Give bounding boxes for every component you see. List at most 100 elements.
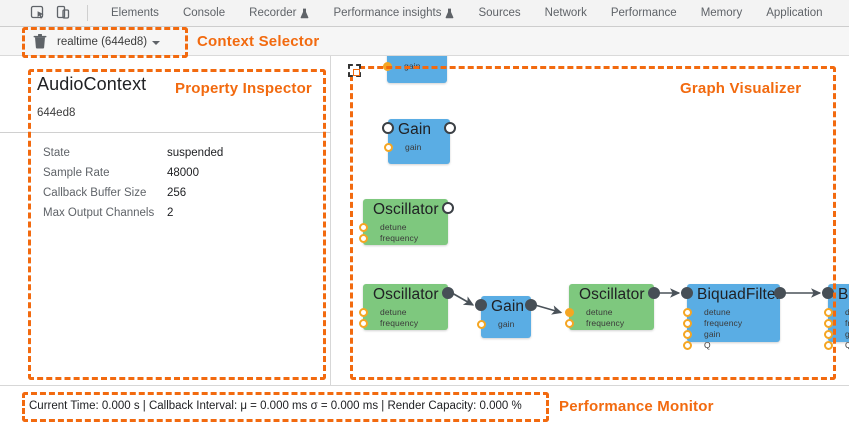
- graph-visualizer-pane[interactable]: GaingainGaingainOscillatordetunefrequenc…: [332, 56, 849, 385]
- audio-node-input-port[interactable]: [382, 122, 394, 134]
- audio-param-label-Q: Q: [704, 340, 711, 350]
- context-selector-bar: realtime (644ed8): [0, 27, 849, 56]
- performance-monitor-text: Current Time: 0.000 s | Callback Interva…: [29, 400, 522, 412]
- tab-application[interactable]: Application: [754, 0, 834, 27]
- property-key: Max Output Channels: [43, 207, 155, 219]
- context-selector-value: realtime (644ed8): [57, 35, 148, 48]
- property-key: Sample Rate: [43, 167, 110, 179]
- inspect-cursor-icon[interactable]: [30, 5, 47, 22]
- audio-param-label-detune: detune: [704, 307, 731, 317]
- audio-param-port-Q[interactable]: [682, 341, 692, 350]
- audio-node-gain-mid[interactable]: Gain gain: [382, 119, 456, 164]
- audio-node-title: Oscillator: [373, 286, 439, 303]
- graph-canvas[interactable]: GaingainGaingainOscillatordetunefrequenc…: [332, 56, 849, 385]
- context-id: 644ed8: [37, 107, 76, 119]
- divider: [0, 132, 331, 133]
- audio-param-label-detune: detune: [845, 307, 849, 317]
- graph-edge: [451, 292, 475, 306]
- tab-sources[interactable]: Sources: [466, 0, 532, 27]
- tab-memory[interactable]: Memory: [689, 0, 755, 27]
- tab-memory-label: Memory: [700, 7, 743, 19]
- tab-application-label: Application: [766, 7, 823, 19]
- audio-node-output-port[interactable]: [442, 287, 454, 299]
- toolbar-divider: [87, 5, 88, 21]
- audio-node-input-port[interactable]: [822, 287, 834, 299]
- audio-param-label-detune: detune: [586, 307, 613, 317]
- tab-performance-insights-label: Performance insights: [333, 7, 442, 19]
- audio-param-port-gain[interactable]: [382, 62, 392, 71]
- table-row: Callback Buffer Size 256: [43, 183, 223, 203]
- trash-icon[interactable]: [33, 34, 47, 49]
- context-selector-dropdown[interactable]: realtime (644ed8): [57, 33, 161, 50]
- audio-param-port-Q[interactable]: [823, 341, 833, 350]
- audio-param-label-frequency: frequency: [380, 233, 419, 243]
- tab-network[interactable]: Network: [533, 0, 599, 27]
- audio-node-input-port[interactable]: [475, 299, 487, 311]
- tab-network-label: Network: [544, 7, 587, 19]
- performance-monitor-bar: Current Time: 0.000 s | Callback Interva…: [0, 385, 849, 442]
- audio-node-title: Gain: [397, 56, 430, 58]
- audio-param-label-gain: gain: [845, 329, 849, 339]
- audio-param-port-detune[interactable]: [682, 308, 692, 317]
- audio-node-title: Gain: [398, 121, 432, 138]
- audio-param-label-frequency: frequency: [380, 318, 419, 328]
- property-value: 48000: [167, 167, 199, 179]
- audio-param-port-frequency[interactable]: [682, 319, 692, 328]
- audio-node-output-port[interactable]: [525, 299, 537, 311]
- audio-param-port-detune[interactable]: [564, 308, 574, 317]
- tab-recorder-label: Recorder: [249, 7, 297, 19]
- audio-param-port-gain[interactable]: [476, 320, 486, 329]
- audio-param-port-gain[interactable]: [682, 330, 692, 339]
- tab-performance-insights[interactable]: Performance insights: [321, 0, 466, 27]
- audio-node-output-port[interactable]: [648, 287, 660, 299]
- tab-list: Elements Console Recorder Performance in…: [99, 0, 835, 27]
- device-toolbar-icon[interactable]: [55, 5, 72, 22]
- audio-param-port-frequency[interactable]: [358, 319, 368, 328]
- audio-param-port-detune[interactable]: [823, 308, 833, 317]
- audio-param-port-frequency[interactable]: [358, 234, 368, 243]
- audio-node-title: Oscillator: [373, 201, 439, 218]
- tab-performance-label: Performance: [610, 7, 677, 19]
- audio-param-label-gain: gain: [405, 142, 422, 152]
- audio-param-port-gain[interactable]: [383, 143, 393, 152]
- audio-param-label-frequency: frequency: [704, 318, 743, 328]
- audio-node-output-port[interactable]: [442, 202, 454, 214]
- audio-param-label-frequency: frequency: [586, 318, 625, 328]
- property-value: suspended: [167, 147, 224, 159]
- table-row: Sample Rate 48000: [43, 163, 223, 183]
- table-row: State suspended: [43, 143, 223, 163]
- audio-param-port-gain[interactable]: [823, 330, 833, 339]
- audio-node-title: BiquadFilter: [838, 286, 849, 303]
- audio-param-label-gain: gain: [498, 319, 515, 329]
- audio-param-port-detune[interactable]: [358, 308, 368, 317]
- tab-elements[interactable]: Elements: [99, 0, 171, 27]
- audio-node-output-port[interactable]: [774, 287, 786, 299]
- audio-node-input-port[interactable]: [681, 287, 693, 299]
- graph-resize-handle[interactable]: [348, 64, 361, 77]
- audio-param-label-gain: gain: [704, 329, 721, 339]
- property-table: State suspended Sample Rate 48000 Callba…: [43, 143, 223, 223]
- property-key: Callback Buffer Size: [43, 187, 147, 199]
- chevron-down-icon: [152, 40, 161, 45]
- audio-node-title: Gain: [491, 298, 525, 315]
- devtools-tab-bar: Elements Console Recorder Performance in…: [0, 0, 849, 27]
- page-title: AudioContext: [37, 74, 147, 94]
- tab-console[interactable]: Console: [171, 0, 237, 27]
- audio-node-gain-1[interactable]: Gain gain: [475, 296, 537, 338]
- property-key: State: [43, 147, 70, 159]
- tab-recorder[interactable]: Recorder: [237, 0, 321, 27]
- audio-param-port-frequency[interactable]: [564, 319, 574, 328]
- tab-performance[interactable]: Performance: [599, 0, 689, 27]
- audio-node-output-port[interactable]: [444, 122, 456, 134]
- audio-param-label-Q: Q: [845, 340, 849, 350]
- audio-param-port-detune[interactable]: [358, 223, 368, 232]
- audio-param-port-frequency[interactable]: [823, 319, 833, 328]
- graph-edge: [534, 304, 563, 315]
